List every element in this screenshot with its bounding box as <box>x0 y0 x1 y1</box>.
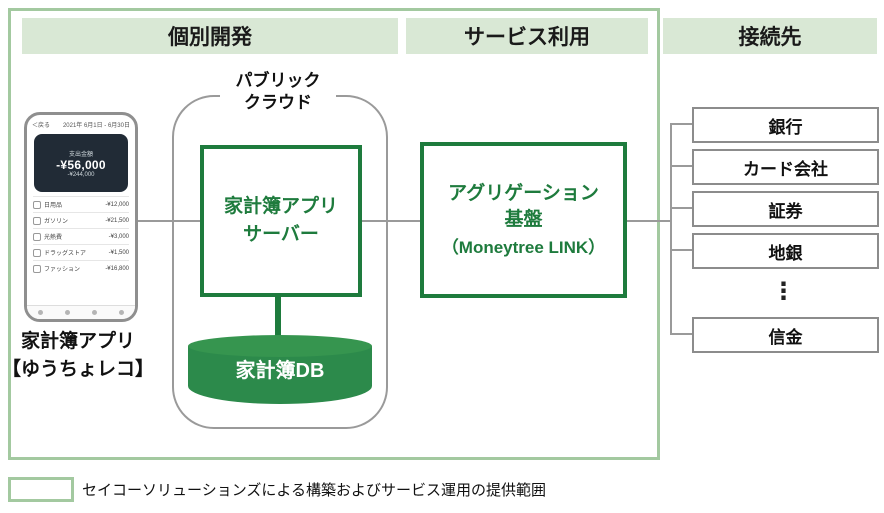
phone-caption-line2: 【ゆうちょレコ】 <box>2 358 155 380</box>
destination-securities: 証券 <box>692 191 879 227</box>
line-server-to-db <box>275 289 281 349</box>
nav-icon <box>38 310 43 315</box>
destination-shinkin: 信金 <box>692 317 879 353</box>
header-custom-development: 個別開発 <box>22 18 398 54</box>
phone-expense-row: ドラッグストア -¥1,500 <box>33 244 129 260</box>
row-label: ガソリン <box>44 219 69 225</box>
phone-amount: -¥56,000 <box>56 157 106 172</box>
destinations-ellipsis: ⋮ <box>771 278 796 305</box>
connection-bus <box>670 123 672 335</box>
phone-period-label: 2021年 6月1日 - 6月30日 <box>62 122 130 129</box>
legend-text: セイコーソリューションズによる構築およびサービス運用の提供範囲 <box>82 482 546 499</box>
nav-icon <box>65 310 70 315</box>
cloud-label-line1: パブリック <box>235 71 321 90</box>
row-icon <box>33 264 41 273</box>
header-connections: 接続先 <box>663 18 877 54</box>
line-phone-to-server <box>132 220 200 222</box>
nav-icon <box>119 310 124 315</box>
aggregation-label-line1: アグリゲーション <box>448 182 599 204</box>
line-server-to-aggregation <box>354 220 420 222</box>
server-label-line1: 家計簿アプリ <box>223 196 338 218</box>
phone-caption-line1: 家計簿アプリ <box>20 331 135 352</box>
row-icon <box>33 248 41 257</box>
row-icon <box>33 232 41 241</box>
phone-card-label: 支出金額 <box>68 151 93 158</box>
destination-card-company: カード会社 <box>692 149 879 185</box>
line-aggregation-to-bus <box>619 220 671 222</box>
destination-regional-bank: 地銀 <box>692 233 879 269</box>
nav-icon <box>92 310 97 315</box>
stub-card <box>670 165 692 167</box>
phone-expense-row: ファッション -¥16,800 <box>33 260 129 276</box>
phone-expense-list: 日用品 -¥12,000 ガソリン -¥21,500 光熱費 -¥3,000 ド… <box>33 196 129 276</box>
destination-bank: 銀行 <box>692 107 879 143</box>
row-amount: -¥16,800 <box>105 265 129 272</box>
stub-regional-bank <box>670 249 692 251</box>
phone-summary-card: 支出金額 -¥56,000 -¥244,000 <box>34 134 128 192</box>
legend-swatch <box>8 477 74 502</box>
aggregation-platform-box: アグリゲーション 基盤 （Moneytree LINK） <box>420 142 627 298</box>
row-label: 光熱費 <box>44 235 63 241</box>
phone-expense-row: ガソリン -¥21,500 <box>33 212 129 228</box>
smartphone-mockup: ＜戻る 2021年 6月1日 - 6月30日 支出金額 -¥56,000 -¥2… <box>24 112 138 322</box>
stub-bank <box>670 123 692 125</box>
row-amount: -¥3,000 <box>108 233 129 240</box>
row-icon <box>33 200 41 209</box>
app-server-box: 家計簿アプリ サーバー <box>200 145 362 297</box>
row-label: ドラッグストア <box>44 251 87 257</box>
row-amount: -¥12,000 <box>105 201 129 208</box>
header-service-use: サービス利用 <box>406 18 648 54</box>
phone-expense-row: 日用品 -¥12,000 <box>33 196 129 212</box>
row-amount: -¥21,500 <box>105 217 129 224</box>
row-icon <box>33 216 41 225</box>
public-cloud-label: パブリック クラウド <box>220 70 336 115</box>
phone-expense-row: 光熱費 -¥3,000 <box>33 228 129 244</box>
row-label: ファッション <box>44 267 81 273</box>
household-db-label: 家計簿DB <box>235 360 325 382</box>
stub-shinkin <box>670 333 692 335</box>
phone-header: ＜戻る 2021年 6月1日 - 6月30日 <box>27 115 135 131</box>
cloud-label-line2: クラウド <box>244 93 312 113</box>
server-label-line2: サーバー <box>243 224 319 245</box>
phone-sub-amount: -¥244,000 <box>67 171 95 178</box>
row-label: 日用品 <box>44 203 63 209</box>
phone-back-label: ＜戻る <box>32 122 51 129</box>
phone-caption: 家計簿アプリ 【ゆうちょレコ】 <box>2 328 154 383</box>
row-amount: -¥1,500 <box>108 249 129 256</box>
stub-securities <box>670 207 692 209</box>
household-db-cylinder: 家計簿DB <box>188 335 372 404</box>
aggregation-label-line3: （Moneytree LINK） <box>441 237 606 257</box>
aggregation-label-line2: 基盤 <box>504 209 543 231</box>
phone-nav-bar <box>27 305 135 319</box>
